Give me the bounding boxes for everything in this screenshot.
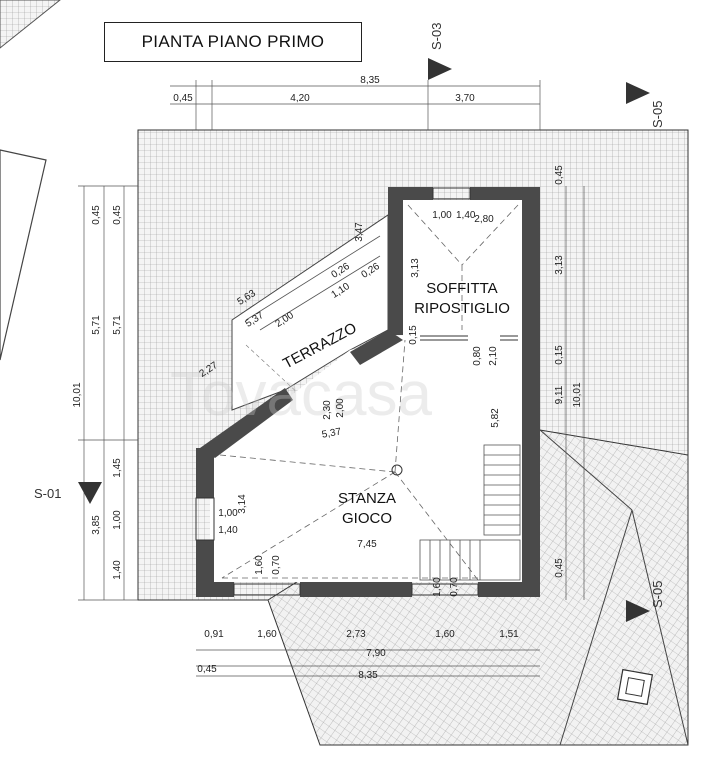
dim-sof-e: 0,15: [408, 325, 419, 345]
dim-bot-total: 7,90: [366, 648, 386, 659]
dim-st-b: 7,45: [357, 539, 377, 550]
dim-top-c: 3,70: [455, 93, 475, 104]
room-stanza-label: STANZA: [338, 490, 396, 507]
dim-st-c: 3,14: [237, 494, 248, 514]
dim-right-e: 10,01: [572, 382, 583, 407]
dim-st-a: 5,82: [490, 408, 501, 428]
section-s05-bottom-marker: S-05: [626, 581, 665, 622]
dim-left-d: 5,71: [112, 315, 123, 335]
watermark: Tovacasa: [170, 360, 432, 429]
left-sheet-fragment: [0, 0, 61, 361]
section-s05-bottom-label: S-05: [650, 581, 665, 608]
dim-st-h: 1,60: [432, 577, 443, 597]
dim-right-c: 0,15: [554, 345, 565, 365]
dim-sof-d: 3,13: [410, 258, 421, 278]
light-fixture-icon: [391, 464, 403, 476]
dim-left-total: 10,01: [72, 382, 83, 407]
section-s05-top-label: S-05: [650, 101, 665, 128]
plan-title: PIANTA PIANO PRIMO: [104, 22, 362, 62]
dim-sof-g: 2,10: [488, 346, 499, 366]
dim-bot-e: 1,51: [499, 629, 519, 640]
dim-top-total: 8,35: [360, 75, 380, 86]
dim-bot-a: 0,91: [204, 629, 224, 640]
dimension-labels: 8,35 0,45 4,20 3,70 10,01 0,45 0,45 5,71…: [72, 75, 583, 681]
room-ripostiglio-label: RIPOSTIGLIO: [414, 300, 510, 317]
dim-terr-g: 3,47: [354, 222, 365, 242]
interior-floor: [210, 200, 522, 582]
plan-title-text: PIANTA PIANO PRIMO: [141, 32, 325, 51]
dim-terr-j: 2,30: [322, 400, 333, 420]
dim-left-b: 0,45: [112, 205, 123, 225]
dim-left-a: 0,45: [91, 205, 102, 225]
dim-sof-f: 0,80: [472, 346, 483, 366]
dim-right-f: 0,45: [554, 558, 565, 578]
dim-bot-b: 1,60: [257, 629, 277, 640]
dim-top-a: 0,45: [173, 93, 193, 104]
dim-left-h: 1,40: [112, 560, 123, 580]
dimension-lines: [78, 80, 585, 677]
section-s05-top-marker: S-05: [626, 82, 665, 128]
section-s01-label: S-01: [34, 486, 61, 501]
openings: [195, 187, 518, 596]
walls[interactable]: [196, 187, 540, 597]
dim-right-d: 9,11: [554, 385, 565, 404]
room-soffitta-label: SOFFITTA: [426, 280, 497, 297]
dim-left-c: 5,71: [91, 315, 102, 335]
dim-st-e: 1,40: [218, 525, 238, 536]
dim-bot-c: 2,73: [346, 629, 366, 640]
dim-bot-d: 1,60: [435, 629, 455, 640]
dim-bot-total2: 8,35: [358, 670, 378, 681]
dim-left-g: 1,00: [112, 510, 123, 530]
skylight-icon: [616, 668, 654, 706]
dim-st-f: 1,60: [254, 555, 265, 575]
dim-st-g: 0,70: [271, 555, 282, 575]
dim-bot-left: 0,45: [197, 664, 217, 675]
dim-right-b: 3,13: [554, 255, 565, 275]
staircase: [419, 444, 521, 581]
dim-sof-a: 1,00: [432, 210, 452, 221]
dim-st-i: 0,70: [449, 577, 460, 597]
ceiling-lines: [219, 204, 519, 581]
dim-sof-c: 2,80: [474, 214, 494, 225]
dim-left-f: 3,85: [91, 515, 102, 535]
dim-terr-i: 2,00: [335, 398, 346, 418]
dim-top-b: 4,20: [290, 93, 310, 104]
section-s03-marker: S-03: [428, 23, 452, 80]
dim-sof-b: 1,40: [456, 210, 476, 221]
dim-left-e: 1,45: [112, 458, 123, 478]
dim-right-a: 0,45: [554, 165, 565, 185]
section-s03-label: S-03: [429, 23, 444, 50]
room-gioco-label: GIOCO: [342, 510, 392, 527]
dim-st-d: 1,00: [218, 508, 238, 519]
section-s01-marker: S-01: [34, 482, 102, 504]
dim-terr-k: 5,37: [321, 426, 343, 440]
